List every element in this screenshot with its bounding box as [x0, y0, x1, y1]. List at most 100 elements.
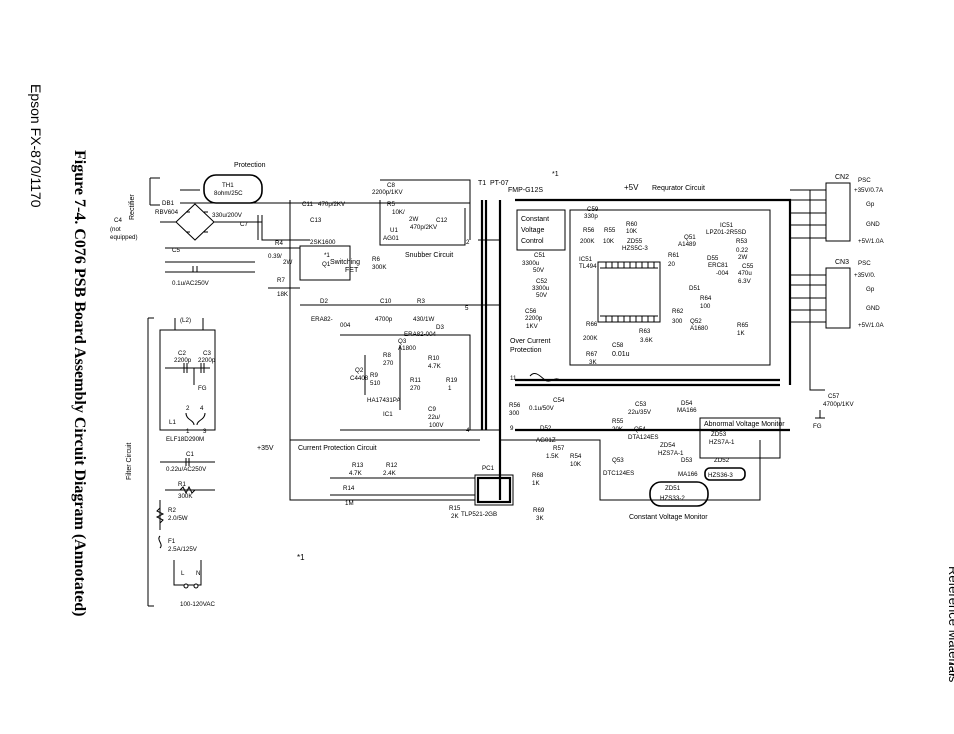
r2-value: 2.0/5W [168, 515, 188, 522]
t1-tap-11: 11 [510, 375, 517, 382]
cn2-pin-gnd: GND [866, 221, 880, 228]
regulator-label: Requrator Circuit [652, 185, 705, 192]
l2-label: (L2) [180, 317, 191, 324]
c51-label: C51 [534, 252, 546, 259]
c58-label: C58 [612, 342, 624, 349]
c54-label: C54 [553, 397, 565, 404]
r5-rating: 2W [409, 216, 418, 223]
c54-value: 0.1u/50V [529, 405, 555, 412]
c52-label: C52 [536, 278, 548, 285]
zd55-label: ZD55 [627, 238, 643, 245]
tl494-label: IC51 [579, 256, 593, 263]
d3-label: D3 [436, 324, 444, 331]
constant-voltage-box [516, 209, 566, 251]
r64-label: R64 [700, 295, 712, 302]
pc1-value: TLP521-2GB [461, 511, 497, 518]
ic1-value: IC1 [383, 411, 393, 418]
d55-part-2: -004 [716, 270, 729, 277]
r62-label: R62 [672, 308, 684, 315]
secondary-section: +5V Requrator Circuit C59 330p Constant … [510, 183, 792, 385]
q54-label: Q54 [634, 426, 646, 433]
l1-pin1: 1 [186, 428, 190, 435]
c56-rating: 1KV [526, 323, 539, 330]
mains-label: 100-120VAC [180, 601, 216, 608]
connector-cn2: CN2 PSC +35V/0.7A Gp GND +5V/1.0A [790, 174, 885, 245]
r15-label: R15 [449, 505, 461, 512]
r55a-value: 10K [603, 238, 615, 245]
c9-rating: 100V [429, 422, 444, 429]
d55-part: ERC81 [708, 262, 729, 269]
t1-part: PT-07 [490, 180, 509, 187]
c8-value: 2200p/1KV [372, 189, 403, 196]
r62-value: 300 [672, 318, 683, 325]
r13-value: 4.7K [349, 470, 363, 477]
q1-label: Q1 [322, 261, 331, 268]
switching-fet-label: Switching [330, 259, 360, 266]
d2-part: ERA82- [311, 316, 333, 323]
r65-value: 1K [737, 330, 745, 337]
d53-label: D53 [681, 457, 693, 464]
d52-label: D52 [540, 425, 552, 432]
zd54-value: HZS7A-1 [658, 450, 684, 457]
t1-core: FMP-G12S [508, 187, 543, 194]
c4-label: C4 [114, 217, 122, 224]
c10-value: 4700p [375, 316, 393, 323]
abnormal-voltage-label: Abnormal Voltage Monitor [704, 421, 785, 428]
q53-value: DTC124ES [603, 470, 634, 477]
r57-label: R57 [553, 445, 565, 452]
f1-value: 2.5A/125V [168, 546, 198, 553]
transformer-t1: T1 PT-07 FMP-G12S *1 2 11 9 [466, 171, 780, 500]
r54-label: R54 [570, 453, 582, 460]
r69-label: R69 [533, 507, 545, 514]
plus5v-label: +5V [624, 183, 639, 192]
r53-label: R53 [736, 238, 748, 245]
neutral-label: N [196, 570, 200, 577]
ic1-label: HA17431PA [367, 397, 401, 404]
r3-value: 430/1W [413, 316, 434, 323]
filter-section: Filter Circuit (L2) C2 2200p C3 2200p FG… [126, 317, 216, 608]
not-equipped-label-2: equipped) [110, 234, 138, 241]
c1-label: C1 [186, 451, 194, 458]
r65-label: R65 [737, 322, 749, 329]
rectifier-label: Rectifier [129, 194, 136, 220]
r63-label: R63 [639, 328, 651, 335]
r67-value: 3K [589, 359, 597, 366]
snubber-label: Snubber Circuit [405, 252, 453, 259]
c2-value: 2200p [174, 357, 192, 364]
r67-label: R67 [586, 351, 598, 358]
elf-label: ELF18D290M [166, 436, 204, 443]
cv-control-label-3: Control [521, 238, 544, 245]
ic51-label: IC51 [720, 222, 734, 229]
r68-label: R68 [532, 472, 544, 479]
r69-value: 3K [536, 515, 544, 522]
protection-label: Protection [234, 162, 266, 169]
l1-pin4: 4 [200, 405, 204, 412]
c10-label: C10 [380, 298, 392, 305]
r12-value: 2.4K [383, 470, 397, 477]
q51-value: A1489 [678, 241, 696, 248]
th1-value: 8ohm/25C [214, 190, 243, 197]
l1-pin3: 3 [203, 428, 207, 435]
primary-section: C8 2200p/1KV C11 470p/2KV C13 R5 10K/ 2W… [257, 179, 545, 562]
tl494-value: TL494 [579, 263, 597, 270]
th1-label: TH1 [222, 182, 234, 189]
monitor-section: C54 0.1u/50V R56 300 C53 22u/35V D54 MA1… [500, 397, 790, 521]
q1-note: *1 [324, 252, 330, 259]
t1-label: T1 [478, 180, 486, 187]
r61-label: R61 [668, 252, 680, 259]
c52-value: 3300u [532, 285, 550, 292]
q3-value: A1800 [398, 345, 416, 352]
u1-label: U1 [390, 227, 398, 234]
connector-cn3: CN3 PSC +35V/0. Gp GND +5V/1.0A C57 4700… [790, 190, 885, 430]
q54-value: DTA124ES [628, 434, 659, 441]
r6-label: R6 [372, 256, 380, 263]
c3-label: C3 [203, 350, 211, 357]
r55b-label: R55 [612, 418, 624, 425]
r56b-value: 300 [509, 410, 520, 417]
q3-label: Q3 [398, 338, 407, 345]
c56-label: C56 [525, 308, 537, 315]
cn3-pin-gp: Gp [866, 286, 875, 293]
c55-rating: 6.3V [738, 278, 752, 285]
db1-label: DB1 [162, 200, 175, 207]
q52-value: A1680 [690, 325, 708, 332]
